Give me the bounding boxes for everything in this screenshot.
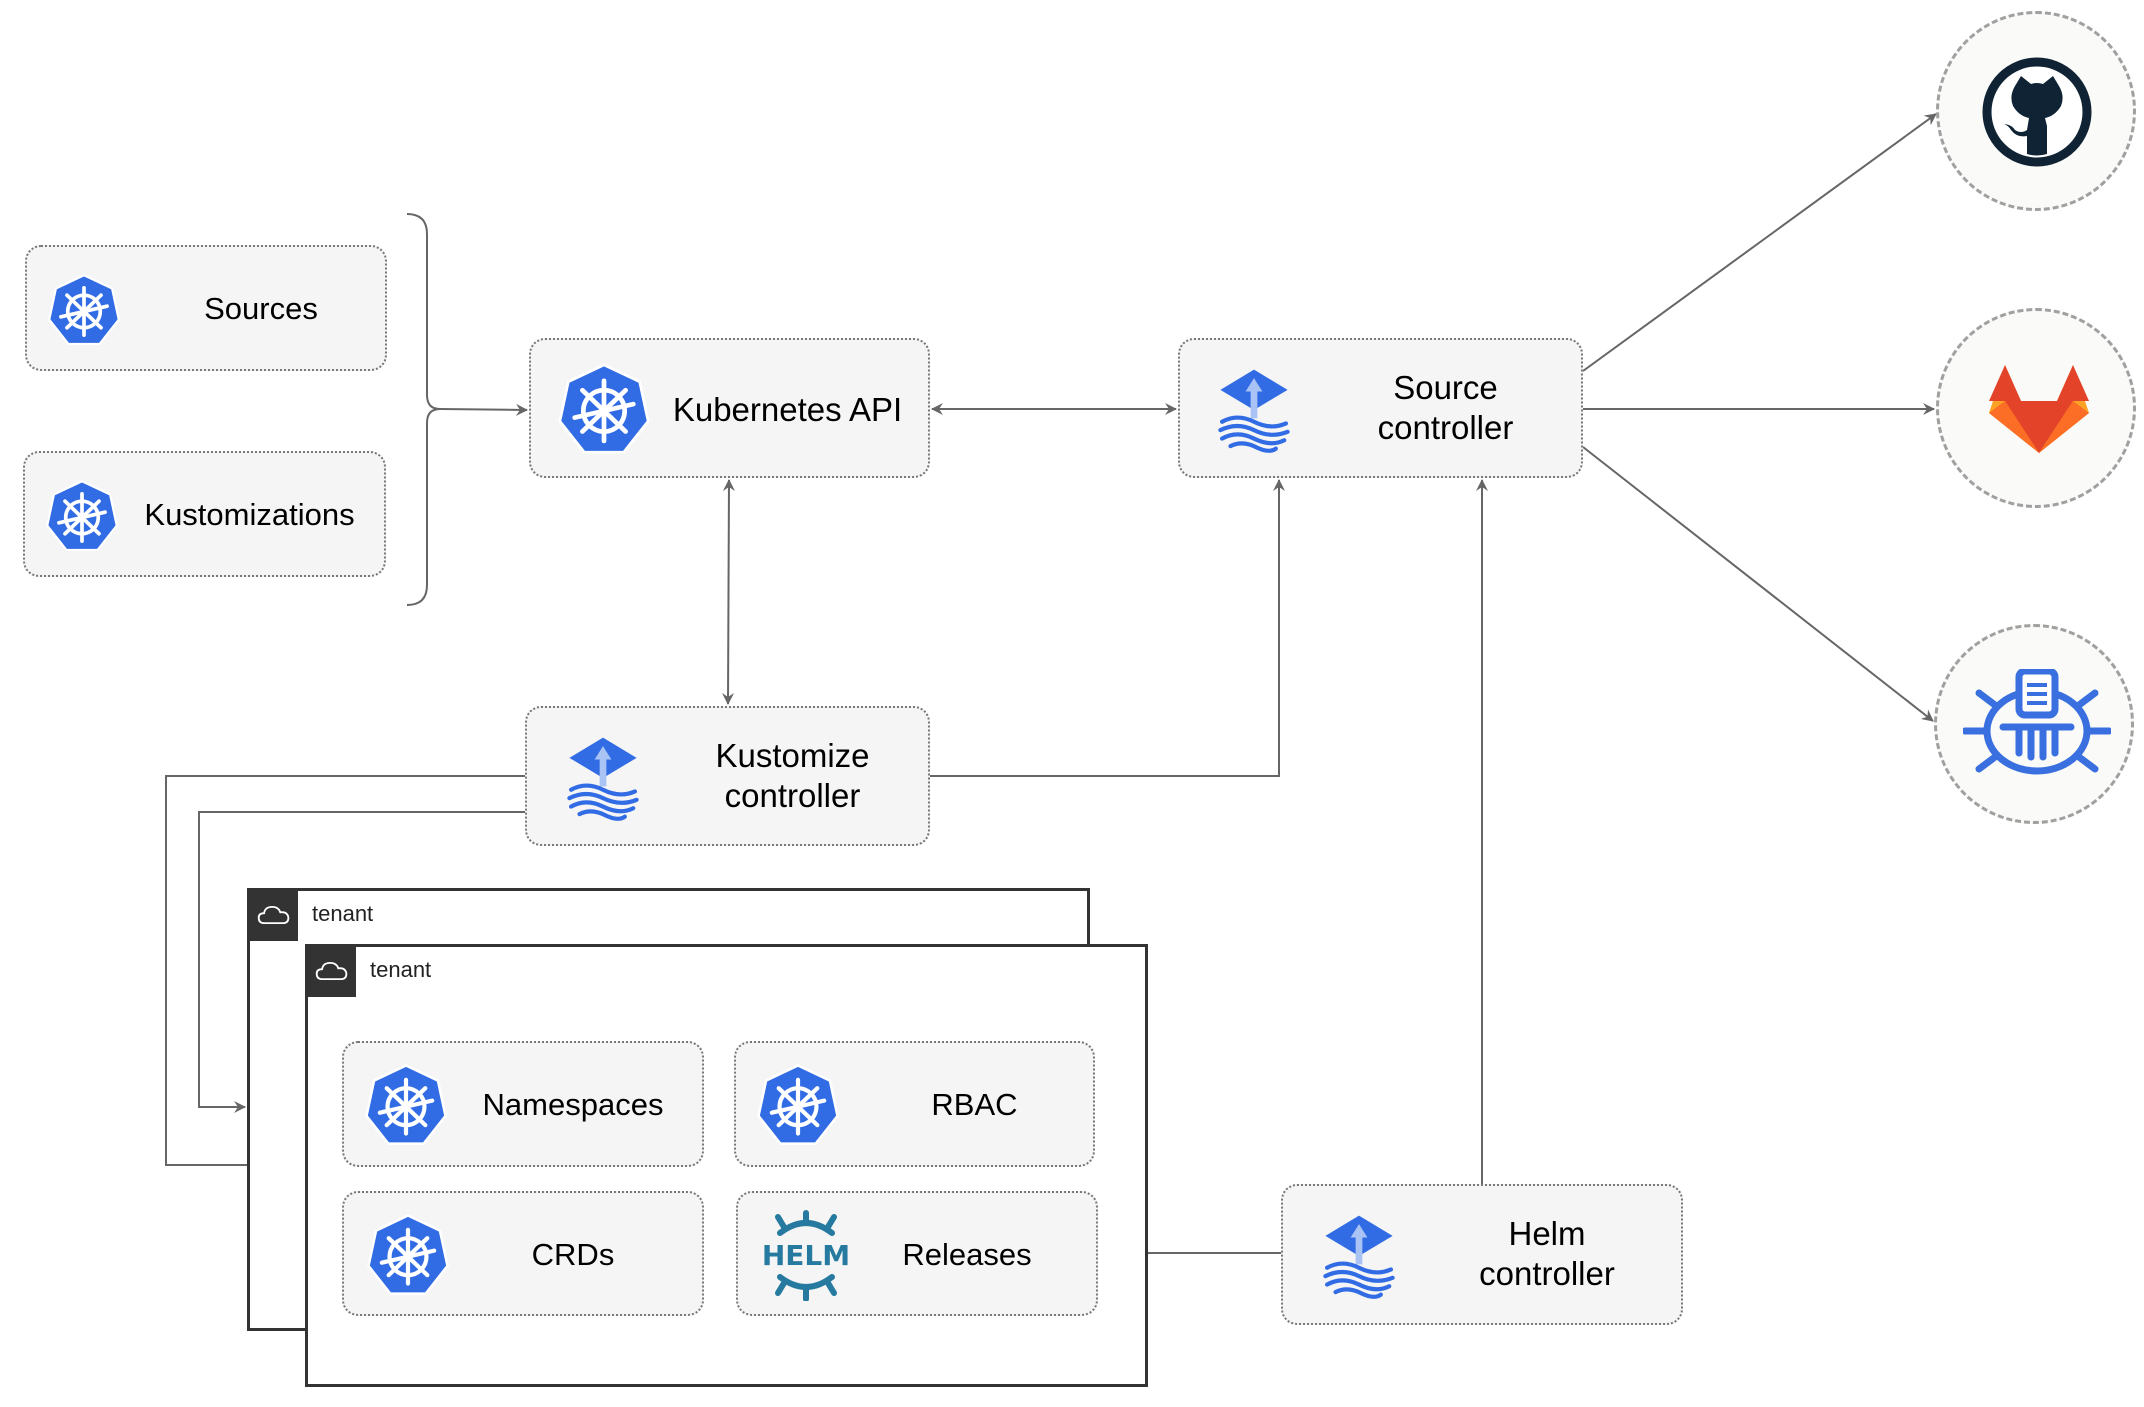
tenant-header <box>250 891 298 941</box>
bucket-source[interactable] <box>1934 624 2134 824</box>
node-label: Source controller <box>1377 369 1514 446</box>
node-label: Namespaces <box>482 1087 664 1122</box>
flux-icon <box>1212 354 1296 466</box>
releases-node[interactable]: HELM Releases <box>736 1191 1098 1316</box>
sources-node[interactable]: Sources <box>25 245 387 371</box>
namespaces-node[interactable]: Namespaces <box>342 1041 704 1167</box>
node-label: Kubernetes API <box>672 391 903 428</box>
kubernetes-icon <box>47 273 121 347</box>
edge-kustomize-tenant-back <box>198 811 525 1113</box>
kubernetes-icon <box>364 1063 448 1147</box>
gitlab-icon <box>1989 365 2089 453</box>
node-label: Helm controller <box>1479 1215 1615 1292</box>
kubernetes-icon <box>45 479 119 553</box>
source-controller-node[interactable]: Source controller <box>1178 338 1583 478</box>
github-source[interactable] <box>1936 11 2136 211</box>
github-icon <box>1982 57 2092 167</box>
kubernetes-icon <box>557 362 651 456</box>
flux-icon <box>561 722 645 834</box>
node-label: CRDs <box>531 1237 615 1272</box>
node-label: Kustomizations <box>144 497 355 532</box>
flux-icon <box>1317 1200 1401 1312</box>
brace <box>406 213 441 606</box>
kubernetes-icon <box>756 1063 840 1147</box>
edge-api-kustomize <box>722 479 735 705</box>
tenant-label: tenant <box>312 901 374 926</box>
cloud-icon <box>314 957 350 985</box>
node-label: RBAC <box>931 1087 1018 1122</box>
edge-kustomize-source <box>930 479 1285 777</box>
helm-logo-text: HELM <box>762 1239 850 1272</box>
kubernetes-api-node[interactable]: Kubernetes API <box>529 338 930 478</box>
tenant-label: tenant <box>370 957 432 982</box>
tenant-header <box>308 947 356 997</box>
rbac-node[interactable]: RBAC <box>734 1041 1095 1167</box>
node-label: Sources <box>204 291 318 326</box>
helm-icon: HELM <box>762 1210 850 1301</box>
gitlab-source[interactable] <box>1936 308 2136 508</box>
cloud-icon <box>256 901 292 929</box>
edge-kustomize-tenant-front <box>165 775 525 1171</box>
node-label: Releases <box>902 1237 1032 1272</box>
edge-source-bucket <box>1582 446 1934 722</box>
kustomize-controller-node[interactable]: Kustomize controller <box>525 706 930 846</box>
helm-controller-node[interactable]: Helm controller <box>1281 1184 1683 1325</box>
edge-source-github <box>1582 113 1937 372</box>
node-label: Kustomize controller <box>715 737 870 814</box>
edge-brace-to-api <box>439 403 528 416</box>
crds-node[interactable]: CRDs <box>342 1191 704 1316</box>
kubernetes-icon <box>366 1213 450 1297</box>
bucket-icon <box>1963 669 2111 775</box>
kustomizations-node[interactable]: Kustomizations <box>23 451 386 577</box>
